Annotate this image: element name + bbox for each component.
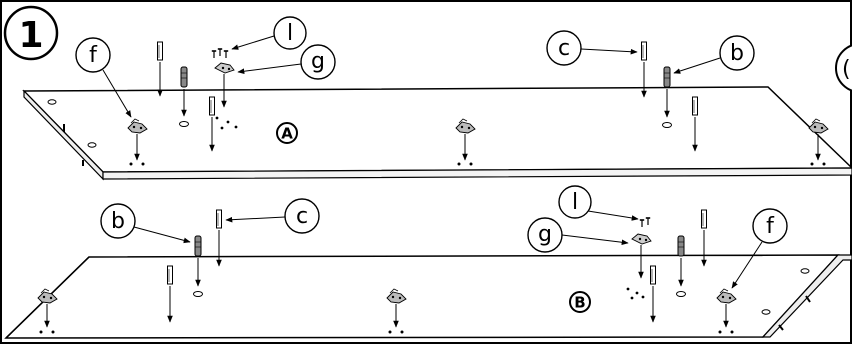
dowel-c-b-4: [701, 209, 707, 267]
hinge-f-a-right: [808, 118, 829, 166]
dowel-c-a-4: [692, 96, 698, 152]
screws-l-a: [211, 48, 229, 59]
callout-c-bottom: c: [225, 198, 320, 234]
callout-f-bottom: f: [731, 208, 788, 289]
callout-g-bottom: g: [527, 217, 629, 253]
hinge-f-a-left: [127, 118, 148, 166]
svg-text:l: l: [572, 190, 578, 215]
dowel-c-a-2: [209, 96, 215, 152]
callout-f-top: f: [75, 37, 132, 118]
screws-l-b: [638, 217, 652, 228]
callout-l-bottom: l: [558, 185, 639, 221]
hinge-f-b-right: [716, 288, 737, 334]
dowel-c-a-1: [157, 41, 163, 97]
dowel-c-b-3: [650, 265, 656, 323]
cam-bolt-b-a-1: [179, 66, 189, 127]
hinge-f-b-middle: [386, 288, 407, 334]
dowel-c-b-1: [216, 209, 222, 267]
svg-text:b: b: [111, 209, 125, 234]
step-number-badge: 1: [3, 5, 59, 61]
svg-text:l: l: [287, 21, 293, 46]
panel-a: A: [22, 86, 852, 181]
hinge-f-b-left: [37, 288, 58, 334]
callout-b-bottom: b: [100, 203, 191, 244]
step-number: 1: [18, 15, 43, 56]
cam-bolt-b-b-2: [676, 235, 686, 297]
callout-g-top: g: [237, 44, 336, 80]
panel-b: B: [4, 254, 852, 339]
panel-label-b: B: [569, 291, 591, 313]
svg-text:c: c: [558, 36, 570, 61]
callout-l-top: l: [231, 16, 307, 50]
next-step-partial-text: (: [842, 57, 851, 82]
svg-text:c: c: [296, 204, 308, 229]
svg-text:b: b: [730, 41, 744, 66]
callout-c-top: c: [546, 30, 638, 66]
cam-bolt-b-b-1: [193, 235, 203, 297]
callout-b-top: b: [673, 35, 755, 74]
svg-text:B: B: [574, 294, 585, 312]
svg-text:g: g: [311, 49, 325, 74]
panel-label-a: A: [276, 122, 298, 144]
svg-text:f: f: [766, 214, 775, 239]
dowel-c-b-2: [167, 265, 173, 323]
cam-bolt-b-a-2: [662, 66, 672, 128]
svg-text:g: g: [538, 222, 552, 247]
bracket-g-a: [214, 62, 238, 130]
dowel-c-a-3: [641, 41, 647, 98]
hinge-f-a-middle: [455, 118, 476, 166]
svg-text:A: A: [281, 125, 293, 143]
bracket-g-b: [626, 233, 652, 300]
svg-text:f: f: [89, 43, 98, 68]
next-step-badge-partial: (: [835, 44, 852, 92]
